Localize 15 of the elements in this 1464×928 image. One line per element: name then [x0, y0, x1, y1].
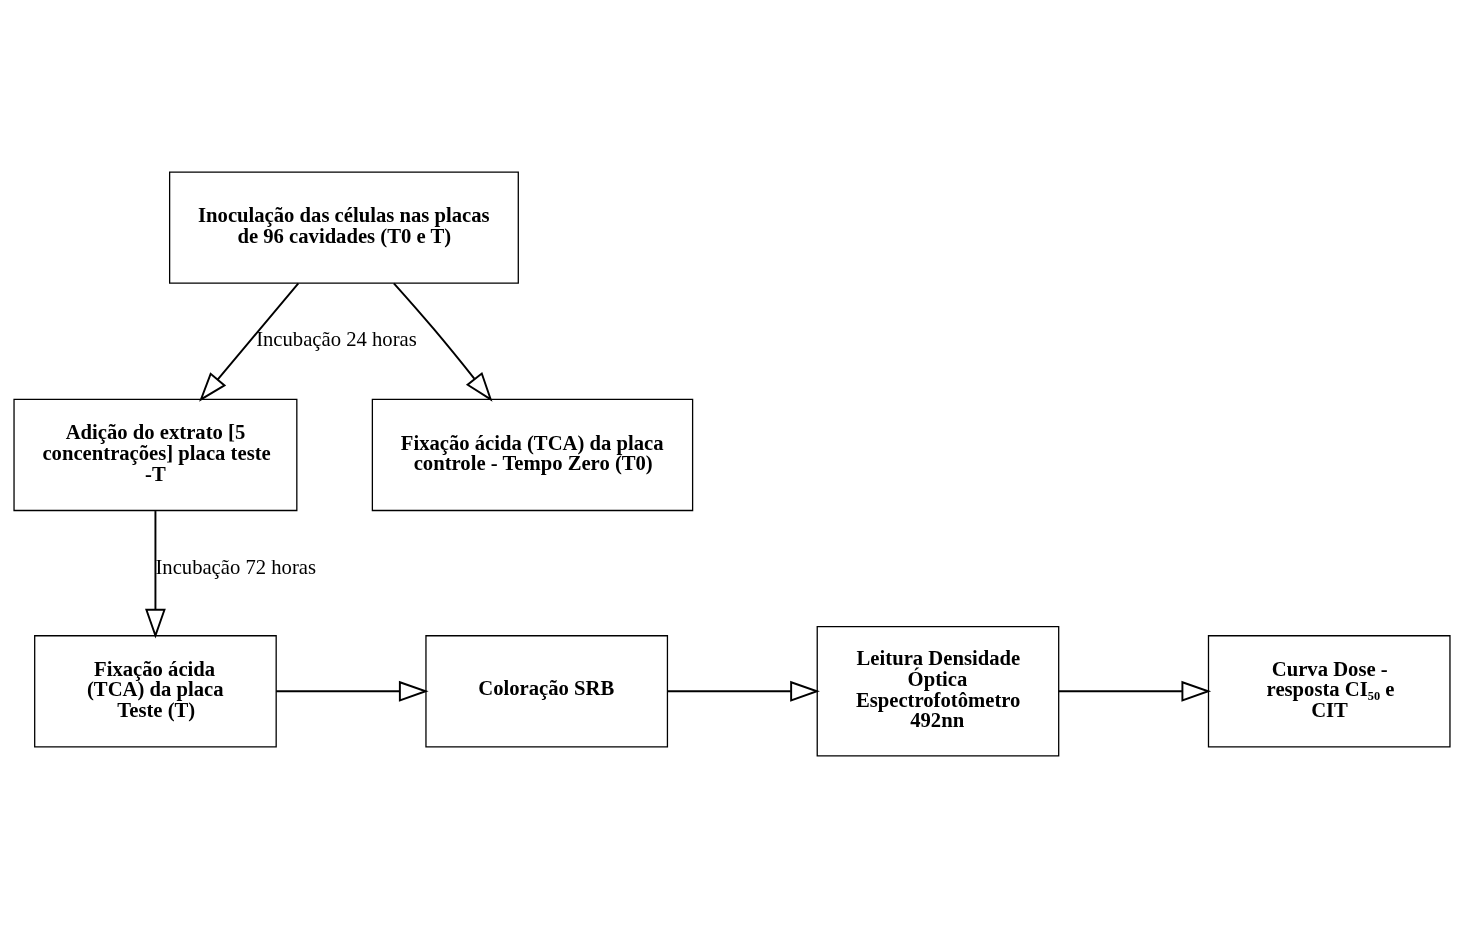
node-box: Inoculação das células nas placas de 96 cavidades (T0 e T): [169, 171, 519, 284]
node-box: Coloração SRB: [425, 635, 669, 748]
edge-label: Incubação 72 horas: [155, 555, 317, 578]
node-box: Adição do extrato [5 concentrações] placa teste -T: [13, 398, 298, 512]
arrow: [1057, 680, 1212, 702]
node-box: Fixação ácida (TCA) da placa Teste (T): [34, 635, 277, 748]
arrow: [145, 510, 166, 639]
edge-label: Incubação 24 horas: [256, 328, 417, 351]
arrow: [666, 680, 820, 702]
arrow: [275, 680, 429, 702]
node-box: Leitura Densidade Óptica Espectrofotômetro 492nn: [816, 626, 1060, 757]
arrow: [199, 282, 300, 402]
node-box: Curva Dose - resposta CI₅₀ e CIT: [1207, 635, 1451, 748]
node-box: Fixação ácida (TCA) da placa controle - Tempo Zero (T0): [371, 398, 694, 512]
arrow: [392, 282, 493, 402]
